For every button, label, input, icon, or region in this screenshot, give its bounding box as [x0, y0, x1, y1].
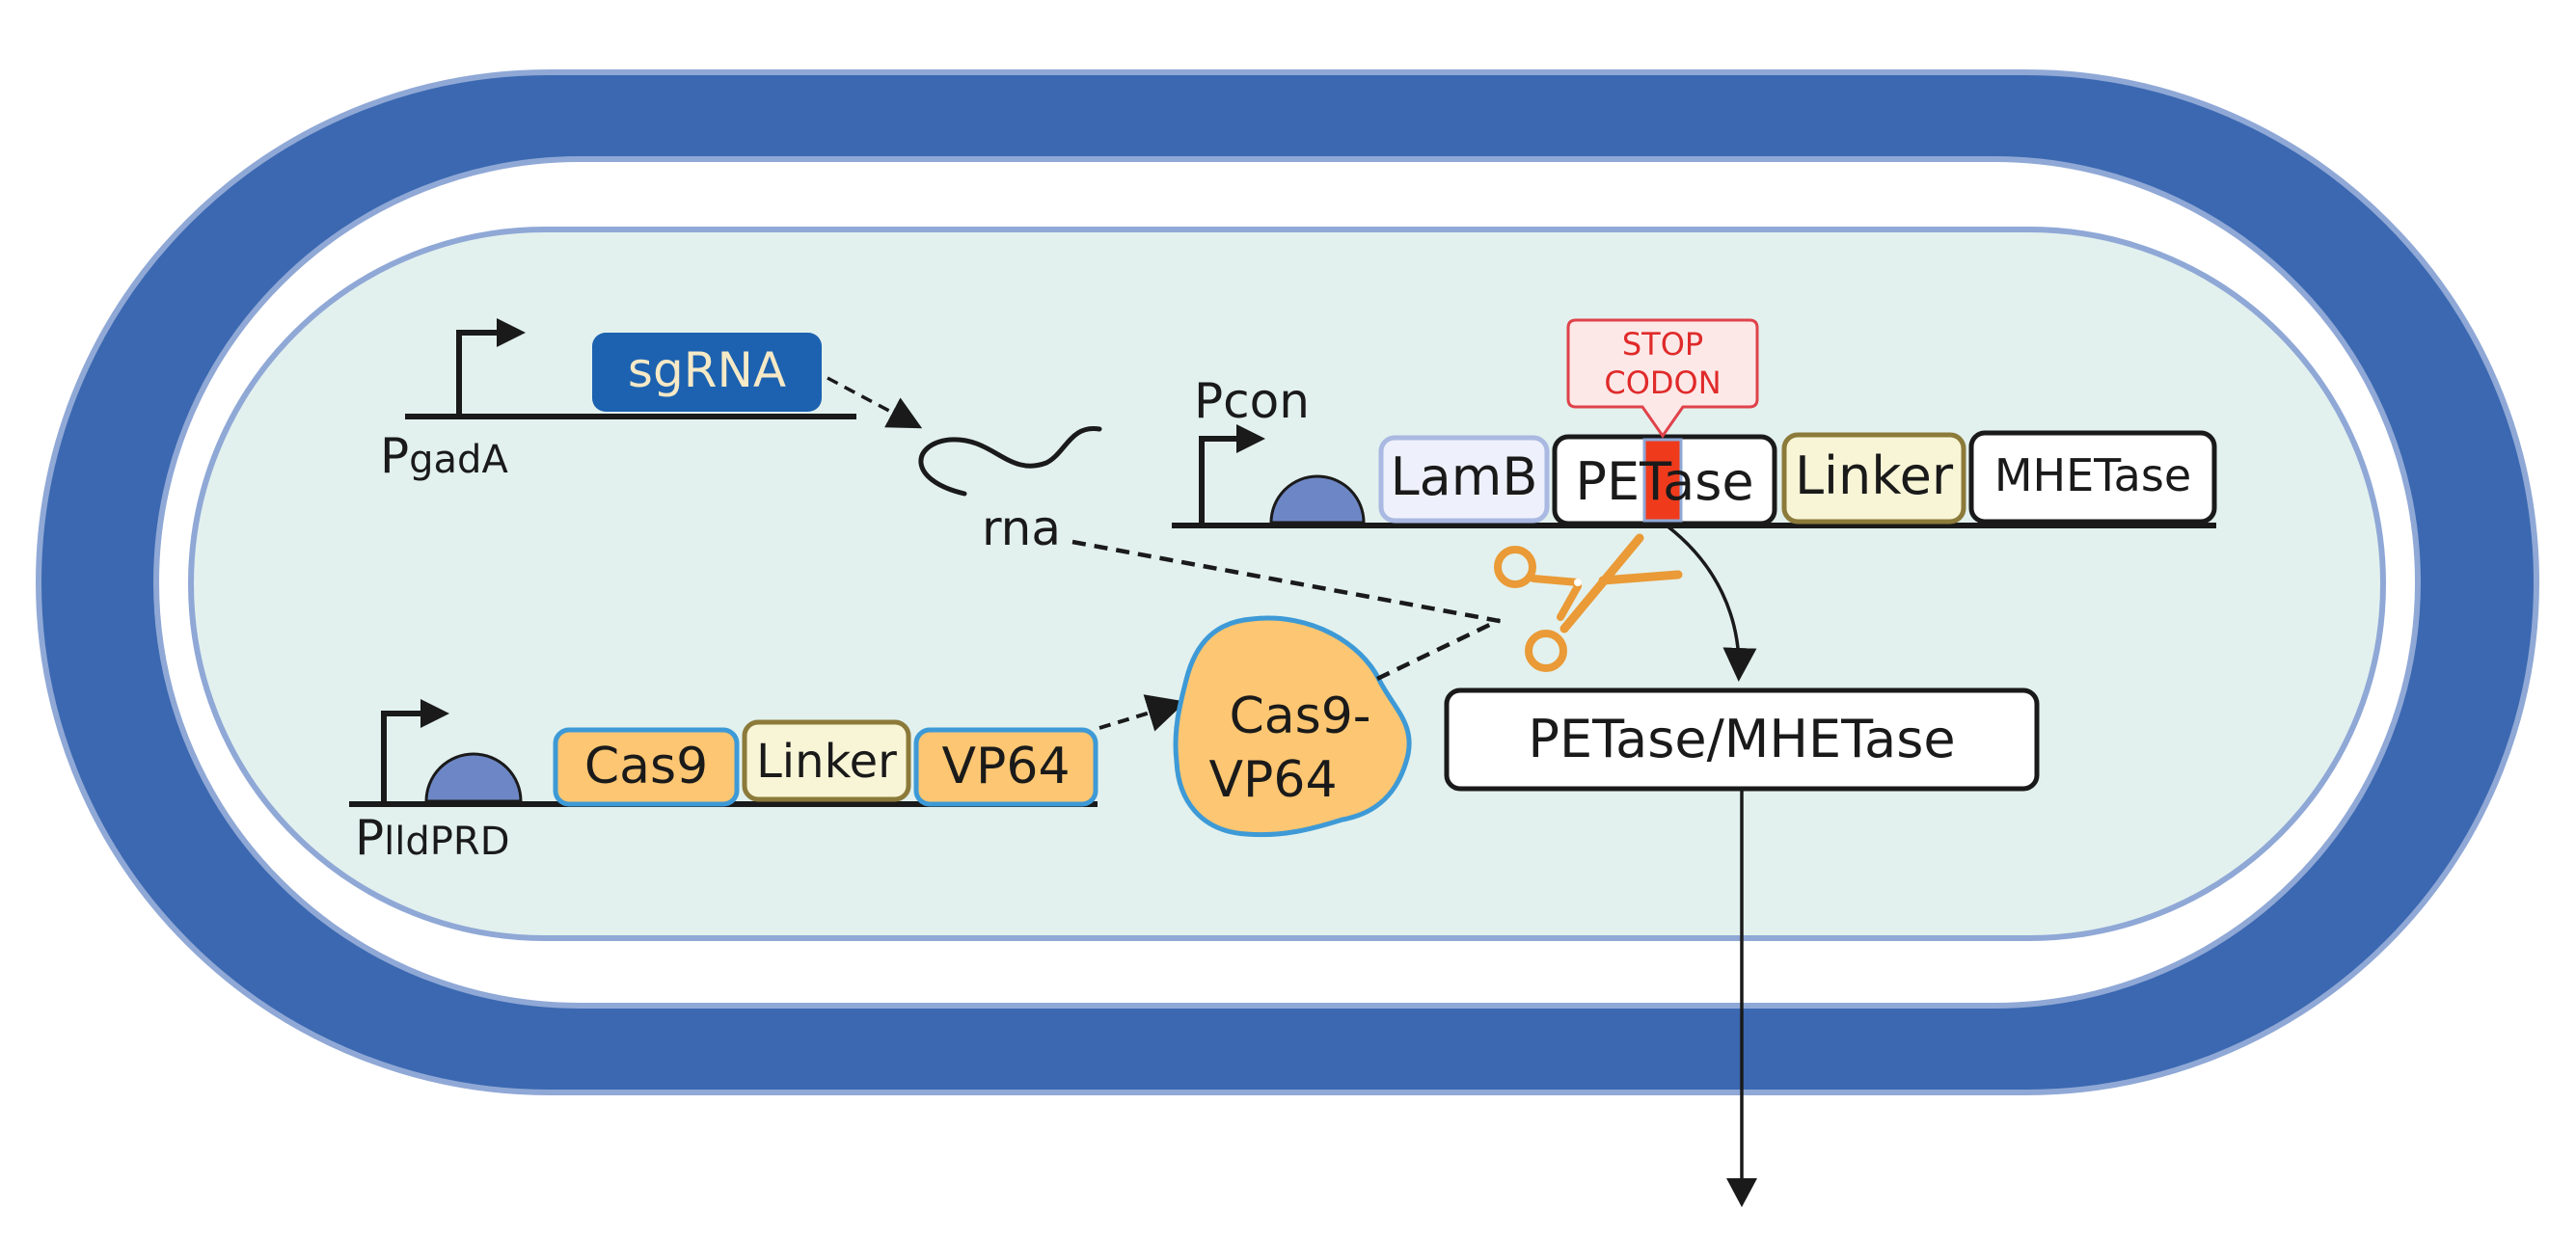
- stop-codon-label-line1: STOP: [1622, 326, 1703, 363]
- promoter-arrow-icon: [456, 318, 526, 417]
- cas9-label: Cas9: [584, 738, 708, 795]
- stop-codon-label-line2: CODON: [1604, 364, 1721, 401]
- protein-to-target-line: [1376, 617, 1501, 682]
- rbs-icon: [424, 752, 523, 803]
- stop-codon-callout: STOP CODON: [1566, 318, 1759, 439]
- promoter-label-gada: PgadA: [380, 428, 508, 484]
- promoter-label-pcon: Pcon: [1194, 373, 1310, 429]
- cas9-vp64-label-line2: VP64: [1208, 751, 1337, 809]
- mhetase-block: [1968, 430, 2217, 525]
- vp64-block: [913, 727, 1098, 807]
- sgrna-cassette: PgadA sgRNA: [380, 318, 923, 484]
- rbs-icon: [1269, 474, 1366, 525]
- secretion-arrowhead: [1726, 1178, 1757, 1207]
- expression-arrow: [1665, 524, 1757, 682]
- cas9-cassette: PlldPRD Cas9 Linker VP64: [349, 694, 1186, 866]
- linker-label: Linker: [1795, 445, 1954, 506]
- sgrna-block: [592, 333, 822, 412]
- lamb-block: [1378, 435, 1550, 524]
- rna-label: rna: [982, 500, 1061, 556]
- rna-to-target-line: [1071, 539, 1505, 625]
- linker-block: [1781, 432, 1966, 525]
- rna-strand-icon: [918, 425, 1102, 497]
- cassette-to-protein-arrow: [1098, 694, 1186, 732]
- sgrna-to-rna-arrow: [827, 376, 923, 429]
- petase-construct: Pcon LamB PETase Linker MHETase STOP COD…: [1172, 318, 2217, 528]
- linker-block: [742, 719, 911, 802]
- scissors-icon: [1494, 533, 1683, 672]
- promoter-arrow-icon: [1199, 424, 1265, 525]
- linker-label: Linker: [756, 735, 897, 789]
- promoter-arrow-icon: [381, 699, 449, 804]
- cas9-block: [553, 727, 740, 807]
- petase-label: PETase: [1575, 451, 1753, 512]
- stop-codon-marker: [1642, 438, 1683, 523]
- vp64-label: VP64: [941, 738, 1070, 795]
- lamb-label: LamB: [1391, 446, 1538, 507]
- mhetase-label: MHETase: [1994, 449, 2191, 501]
- product-label: PETase/MHETase: [1528, 709, 1955, 769]
- promoter-label-plldprd: PlldPRD: [355, 810, 510, 866]
- sgrna-label: sgRNA: [628, 342, 786, 398]
- cas9-vp64-label-line1: Cas9-: [1229, 687, 1370, 745]
